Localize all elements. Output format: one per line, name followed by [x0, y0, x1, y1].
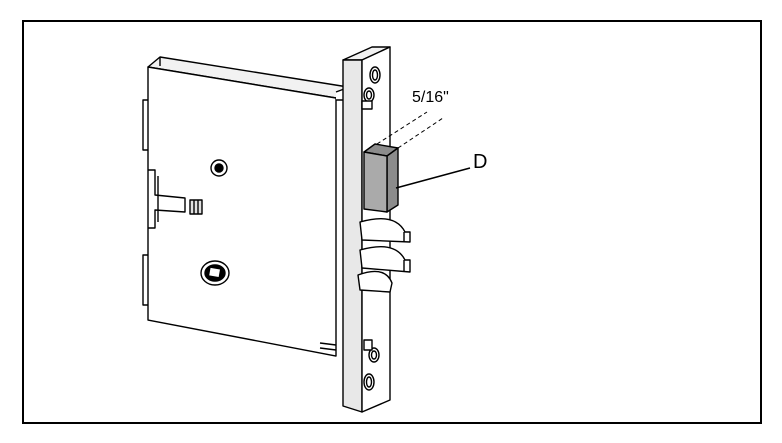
upper-spindle-hub: [210, 159, 228, 177]
dimension-lines: [376, 111, 444, 149]
lock-case: [142, 56, 349, 357]
deadlatch-plunger: [357, 270, 393, 293]
lower-spindle-hub: [200, 260, 230, 286]
dimension-label: 5/16": [412, 89, 449, 106]
callout-leader: [395, 167, 471, 189]
callout-label: D: [473, 151, 487, 173]
latch-bolt: [359, 218, 411, 273]
component-d: [363, 143, 399, 213]
